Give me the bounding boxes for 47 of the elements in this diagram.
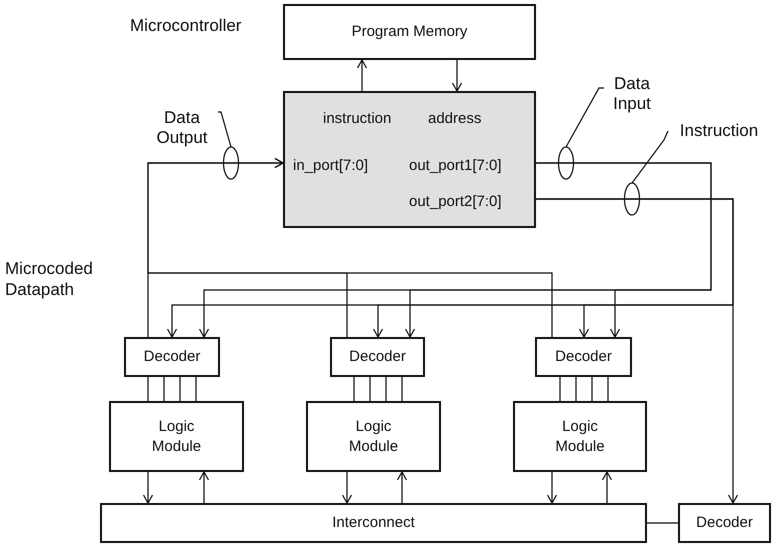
wire: [353, 377, 355, 401]
decoder-block: Decoder: [678, 503, 771, 543]
interconnect-block: Interconnect: [100, 503, 647, 543]
arrow: [602, 471, 612, 503]
wire: [559, 377, 561, 401]
arrow: [342, 472, 352, 504]
logic-module-block: Logic Module: [513, 401, 647, 472]
decoder-block: Decoder: [535, 337, 632, 377]
logic-module-block: Logic Module: [109, 401, 244, 472]
decoder-block: Decoder: [330, 337, 425, 377]
leader-line: [565, 87, 604, 148]
port-label: in_port[7:0]: [293, 156, 368, 176]
wire: [163, 377, 165, 401]
arrow: [147, 158, 553, 337]
arrow: [142, 472, 154, 504]
wire: [647, 522, 678, 524]
leader-line: [218, 111, 232, 148]
arrow: [536, 198, 738, 504]
section-label: Microcoded Datapath: [5, 258, 94, 300]
arrow: [198, 471, 210, 503]
port-label: out_port1[7:0]: [409, 156, 502, 176]
port-label: address: [428, 109, 482, 128]
arrow: [546, 472, 558, 504]
arrow: [452, 60, 462, 92]
annotation-text: Instruction: [668, 118, 770, 144]
section-label: Microcontroller: [130, 15, 242, 36]
annotation-text: Data Output: [146, 106, 218, 150]
wire: [385, 377, 387, 401]
memory-block: Program Memory: [283, 4, 536, 60]
wire: [369, 377, 371, 401]
logic-module-block: Logic Module: [306, 401, 441, 472]
microcontroller-block: [283, 91, 536, 228]
port-label: instruction: [323, 109, 392, 128]
annotation-text: Data Input: [604, 72, 660, 116]
wire: [607, 377, 609, 401]
wire: [591, 377, 593, 401]
wire: [147, 377, 149, 401]
arrow: [356, 59, 368, 91]
decoder-block: Decoder: [124, 337, 220, 377]
leader-line: [632, 130, 669, 184]
wire: [401, 377, 403, 401]
arrow: [536, 162, 712, 338]
port-label: out_port2[7:0]: [409, 192, 502, 212]
wire: [179, 377, 181, 401]
arrow: [396, 471, 408, 503]
wire: [195, 377, 197, 401]
wire: [575, 377, 577, 401]
